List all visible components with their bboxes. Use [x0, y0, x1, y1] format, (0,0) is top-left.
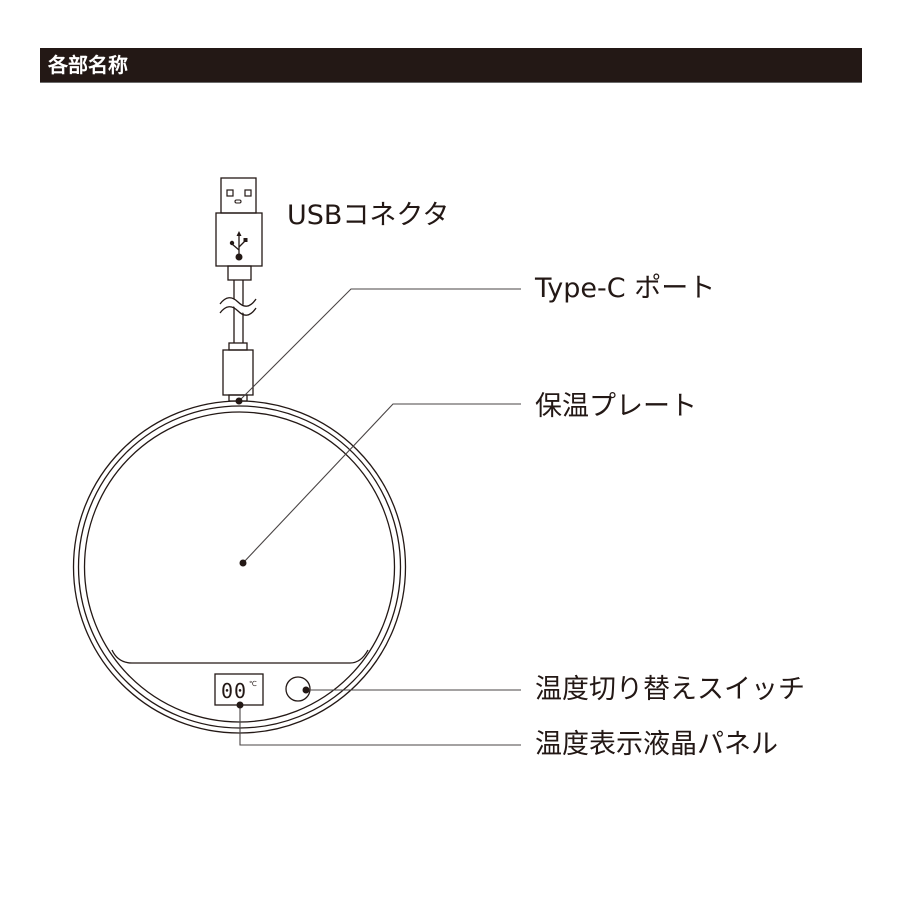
label-temp-switch: 温度切り替えスイッチ	[535, 674, 805, 705]
label-warming-plate: 保温プレート	[535, 391, 697, 422]
lcd-digits: 00	[221, 679, 248, 703]
type-c-plug-icon	[222, 342, 254, 402]
lcd-unit: ℃	[249, 680, 257, 688]
section-title: 各部名称	[48, 53, 128, 77]
switch-button-icon	[285, 676, 311, 702]
cable-break-icon	[217, 280, 259, 343]
usb-connector-icon	[215, 177, 263, 281]
leader-lines	[235, 288, 521, 746]
section-header: 各部名称	[40, 48, 862, 83]
label-lcd-panel: 温度表示液晶パネル	[535, 729, 778, 760]
label-type-c-port: Type-C ポート	[535, 273, 716, 304]
label-usb-connector: USBコネクタ	[287, 200, 450, 231]
usb-symbol-icon	[229, 231, 248, 261]
